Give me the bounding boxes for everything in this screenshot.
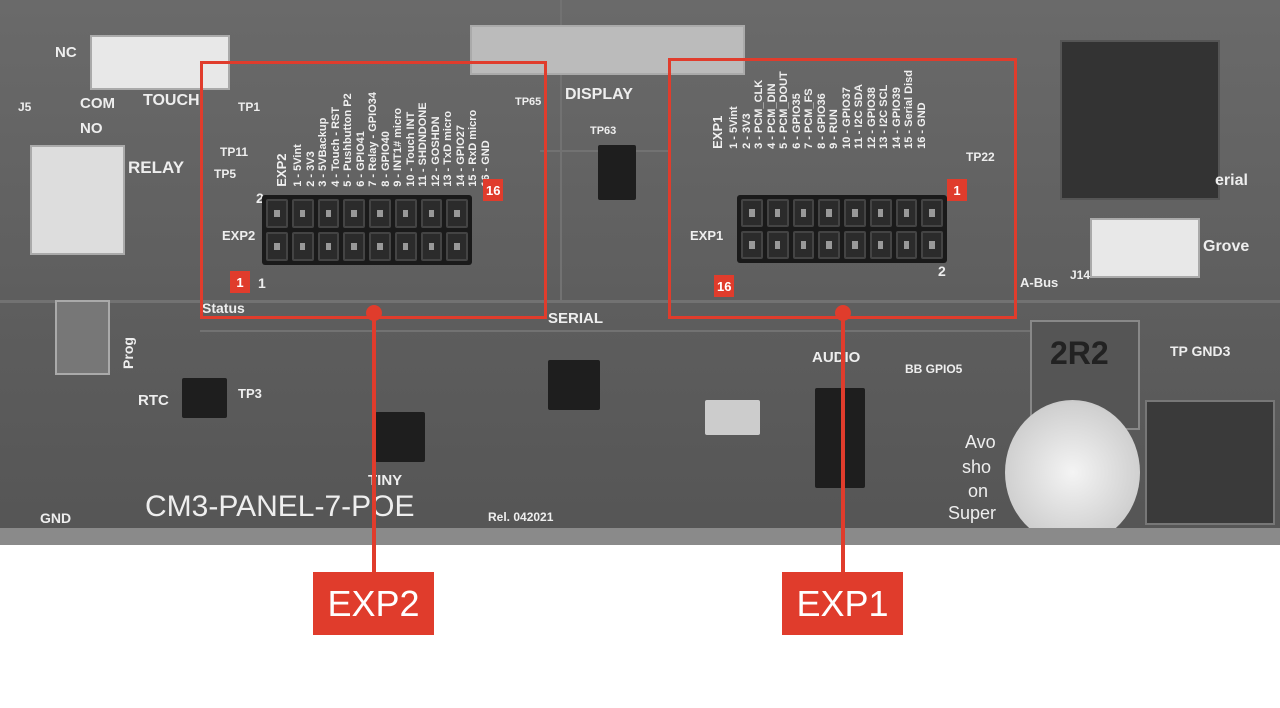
header-pin bbox=[895, 199, 918, 227]
header-pin bbox=[766, 199, 789, 227]
display-label: DISPLAY bbox=[565, 86, 633, 103]
header-pin bbox=[317, 199, 340, 228]
exp2-pin1-badge: 1 bbox=[230, 271, 250, 293]
exp2-pin1-marker: 1 bbox=[258, 275, 266, 291]
serial-right-label: erial bbox=[1215, 172, 1248, 189]
header-pin bbox=[420, 199, 443, 228]
trace bbox=[0, 300, 1280, 303]
relay bbox=[30, 145, 125, 255]
prog-label: Prog bbox=[119, 337, 136, 369]
header-pin bbox=[844, 199, 866, 227]
com-label: COM bbox=[80, 95, 115, 112]
exp2-side-label: EXP2 bbox=[222, 228, 256, 243]
j5-label: J5 bbox=[18, 100, 32, 114]
avoid-text-4: Super bbox=[948, 503, 997, 523]
exp1-side-label: EXP1 bbox=[690, 228, 724, 243]
inductor-label: 2R2 bbox=[1050, 335, 1109, 371]
bb-gpio5-label: BB GPIO5 bbox=[905, 362, 963, 376]
header-pin bbox=[291, 232, 314, 261]
avoid-text-3: on bbox=[968, 481, 989, 501]
board-revision: Rel. 042021 bbox=[488, 510, 554, 524]
poe-transformer bbox=[1060, 40, 1220, 200]
tp11-label: TP11 bbox=[220, 145, 249, 159]
header-pin bbox=[420, 232, 443, 261]
header-pin bbox=[446, 199, 468, 228]
header-pin bbox=[921, 199, 943, 227]
pcb-photo: TOUCH DISPLAY NC COM NO J5 RELAY TP1 TP1… bbox=[0, 0, 1280, 545]
tp-gnd3-label: TP GND3 bbox=[1170, 343, 1231, 359]
exp2-pin-header bbox=[262, 195, 472, 265]
audio-chip bbox=[815, 388, 865, 488]
tp22-label: TP22 bbox=[966, 150, 995, 164]
tp5-label: TP5 bbox=[214, 167, 237, 181]
exp1-pin-header bbox=[737, 195, 947, 263]
header-pin bbox=[394, 232, 417, 261]
tp63-label: TP63 bbox=[590, 125, 617, 137]
chip bbox=[598, 145, 636, 200]
trace bbox=[200, 330, 1100, 332]
touch-label: TOUCH bbox=[143, 92, 200, 109]
rtc-label: RTC bbox=[138, 392, 169, 409]
header-pin bbox=[741, 231, 763, 259]
header-pin bbox=[844, 231, 866, 259]
exp1-pin1-badge: 1 bbox=[947, 179, 967, 201]
tiny-label: TINY bbox=[368, 472, 403, 489]
battery-holder bbox=[1145, 400, 1275, 525]
header-pin bbox=[766, 231, 789, 259]
header-pin bbox=[869, 231, 892, 259]
header-pin bbox=[446, 232, 468, 261]
crystal bbox=[705, 400, 760, 435]
tiny-chip bbox=[375, 412, 425, 462]
header-pin bbox=[394, 199, 417, 228]
header-pin bbox=[369, 199, 391, 228]
trace bbox=[560, 0, 562, 300]
tp1-label: TP1 bbox=[238, 100, 261, 114]
gnd-label: GND bbox=[40, 510, 72, 526]
supercapacitor bbox=[1005, 400, 1140, 545]
serial-label: SERIAL bbox=[548, 310, 604, 327]
header-pin bbox=[343, 232, 365, 261]
header-pin bbox=[369, 232, 391, 261]
header-pin bbox=[921, 231, 943, 259]
exp1-callout-label: EXP1 bbox=[782, 572, 903, 635]
no-label: NO bbox=[80, 120, 103, 137]
exp2-callout-label: EXP2 bbox=[313, 572, 434, 635]
grove-label: Grove bbox=[1203, 238, 1250, 255]
serial-chip bbox=[548, 360, 600, 410]
avoid-text-2: sho bbox=[962, 457, 992, 477]
header-pin bbox=[818, 231, 840, 259]
display-connector bbox=[470, 25, 745, 75]
relay-label: RELAY bbox=[128, 158, 185, 177]
header-pin bbox=[741, 199, 763, 227]
status-label: Status bbox=[202, 300, 245, 316]
header-pin bbox=[317, 232, 340, 261]
board-name: CM3-PANEL-7-POE bbox=[145, 490, 415, 523]
prog-header bbox=[55, 300, 110, 375]
header-pin bbox=[895, 231, 918, 259]
tp65-label: TP65 bbox=[515, 96, 542, 108]
exp2-pin16-badge: 16 bbox=[483, 179, 504, 201]
exp1-pin2-marker: 2 bbox=[938, 263, 946, 279]
audio-label: AUDIO bbox=[812, 349, 861, 366]
exp2-pin2-marker: 2 bbox=[256, 190, 264, 206]
exp2-callout-line bbox=[372, 313, 376, 573]
nc-label: NC bbox=[55, 44, 77, 61]
a-bus-label: A-Bus bbox=[1020, 275, 1059, 290]
grove-connector bbox=[1090, 218, 1200, 278]
header-pin bbox=[266, 199, 288, 228]
header-pin bbox=[818, 199, 840, 227]
tp3-label: TP3 bbox=[238, 386, 262, 401]
rtc-chip bbox=[182, 378, 227, 418]
j14-label: J14 bbox=[1070, 268, 1091, 282]
avoid-text-1: Avo bbox=[965, 432, 996, 452]
header-pin bbox=[792, 199, 815, 227]
board-edge bbox=[0, 528, 1280, 545]
header-pin bbox=[869, 199, 892, 227]
header-pin bbox=[343, 199, 365, 228]
header-pin bbox=[291, 199, 314, 228]
header-pin bbox=[266, 232, 288, 261]
exp1-pin16-badge: 16 bbox=[714, 275, 735, 297]
header-pin bbox=[792, 231, 815, 259]
exp1-callout-line bbox=[841, 313, 845, 573]
